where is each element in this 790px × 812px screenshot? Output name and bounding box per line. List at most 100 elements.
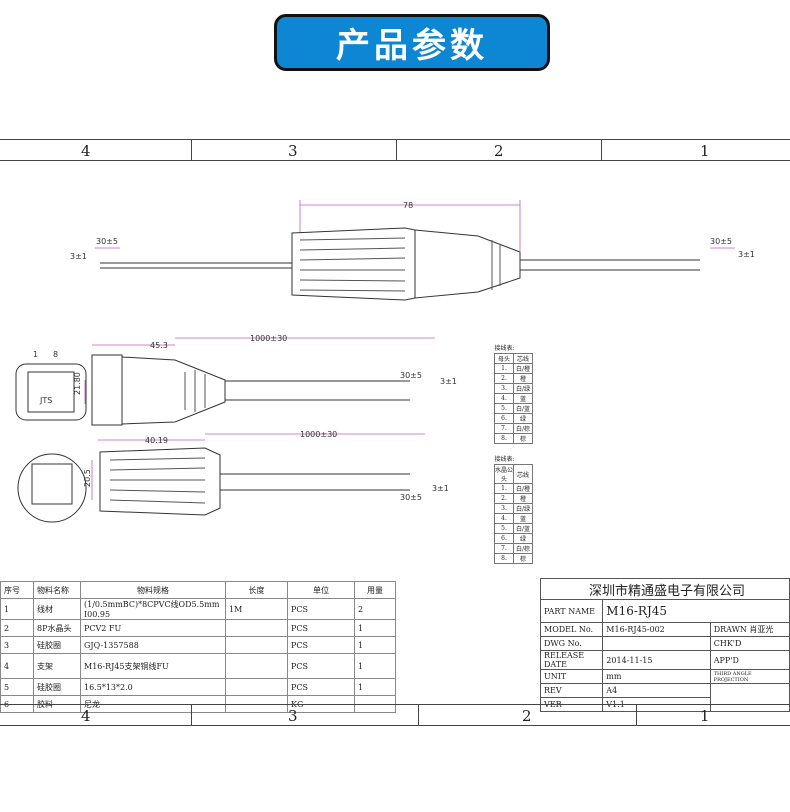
drawn-value: 肖亚光 [749, 625, 774, 634]
pin-cell: 棕 [513, 553, 533, 564]
pin-cell: 蓝 [513, 393, 533, 404]
pin-cell: 6. [494, 533, 514, 544]
pin-cell: 橙 [513, 493, 533, 504]
pin-cell: 5. [494, 523, 514, 534]
bom-cell: 支架 [33, 653, 81, 679]
model-label: MODEL No. [539, 622, 604, 637]
dim-cable-length: 1000±30 [300, 430, 337, 439]
pin-caption: 接线表: [494, 345, 515, 352]
bom-cell: 线材 [33, 598, 81, 620]
pin-cell: 白/橙 [513, 483, 533, 494]
pin-cell: 白/绿 [513, 383, 533, 394]
bom-cell: 1 [354, 636, 396, 654]
jts-logo: JTS [39, 396, 52, 405]
pin-cell: 白/橙 [513, 363, 533, 374]
pin-cell: 白/绿 [513, 503, 533, 514]
pin-label: 8 [53, 350, 58, 359]
pin-cell: 6. [494, 413, 514, 424]
projection-label: THIRD ANGLE PROJECTION [709, 669, 790, 684]
zone-label: 2 [522, 707, 532, 725]
zone-label: 2 [494, 142, 504, 160]
bom-cell: GJQ-1357588 [80, 636, 226, 654]
bom-header: 物料规格 [80, 581, 226, 599]
pin-caption: 接线表: [494, 456, 515, 463]
bom-cell: 硅胶圈 [33, 678, 81, 696]
bom-cell: 1 [354, 678, 396, 696]
pin-head: 水晶公头 [494, 464, 514, 484]
zone-strip-bottom: 4 3 2 1 [0, 704, 790, 726]
bom-header: 单位 [287, 581, 355, 599]
bom-cell: 4 [0, 653, 34, 679]
dim-front-diameter: 20.5 [83, 469, 92, 487]
dwg-label: DWG No. [539, 636, 604, 651]
pin-table-a: 接线表: 母头芯线 1.白/橙 2.橙 3.白/绿 4.蓝 5.白/蓝 6.绿 … [494, 342, 533, 444]
pin-cell: 3. [494, 503, 514, 514]
pin-cell: 白/棕 [513, 543, 533, 554]
unit-value: mm [602, 669, 711, 684]
company-name: 深圳市精通盛电子有限公司 [540, 578, 790, 600]
pin-cell: 白/棕 [513, 423, 533, 434]
pin-head: 芯线 [513, 464, 533, 484]
pin-head: 母头 [494, 353, 514, 364]
bom-cell: 1 [354, 619, 396, 637]
bom-cell [225, 619, 288, 637]
pin-cell: 1. [494, 363, 514, 374]
dim-tin: 3±1 [738, 250, 755, 259]
model-value: M16-RJ45-002 [602, 622, 711, 637]
appd-label: APP'D [709, 650, 790, 670]
bom-cell: PCV2 FU [80, 619, 226, 637]
bom-cell [225, 653, 288, 679]
dim-tin: 3±1 [440, 377, 457, 386]
bom-header: 物料名称 [33, 581, 81, 599]
bom-cell: PCS [287, 636, 355, 654]
dim-cable-length: 1000±30 [250, 334, 287, 343]
bom-cell: 1 [354, 653, 396, 679]
pin-cell: 橙 [513, 373, 533, 384]
part-name: M16-RJ45 [602, 599, 790, 623]
pin-cell: 7. [494, 423, 514, 434]
dim-front-length: 40.19 [145, 436, 168, 445]
pin-cell: 白/蓝 [513, 403, 533, 414]
dim-tin: 3±1 [432, 484, 449, 493]
pin-cell: 2. [494, 493, 514, 504]
pin-cell: 蓝 [513, 513, 533, 524]
dim-side-length: 45.3 [150, 341, 168, 350]
part-name-label: PART NAME [539, 599, 604, 623]
bom-cell: 2 [0, 619, 34, 637]
drawn-label: DRAWN [713, 625, 747, 634]
page-title: 产品参数 [336, 26, 488, 66]
pin-cell: 5. [494, 403, 514, 414]
pin-cell: 8. [494, 433, 514, 444]
rev-value: A4 [602, 683, 711, 698]
pin-label: 1 [33, 350, 38, 359]
release-value: 2014-11-15 [602, 650, 711, 670]
bom-header: 长度 [225, 581, 288, 599]
bom-cell [225, 636, 288, 654]
pin-cell: 绿 [513, 413, 533, 424]
zone-label: 3 [288, 707, 298, 725]
dim-top-length: 78 [403, 201, 413, 210]
zone-label: 4 [81, 142, 91, 160]
page-header: 产品参数 [274, 14, 550, 71]
bom-cell: 8P水晶头 [33, 619, 81, 637]
bom-cell: 5 [0, 678, 34, 696]
pin-cell: 棕 [513, 433, 533, 444]
bom-cell: 3 [0, 636, 34, 654]
dim-tin: 3±1 [70, 252, 87, 261]
bom-cell: 硅胶圈 [33, 636, 81, 654]
bom-cell: PCS [287, 619, 355, 637]
zone-label: 3 [288, 142, 298, 160]
bom-header: 用量 [354, 581, 396, 599]
zone-strip-top: 4 3 2 1 [0, 139, 790, 161]
dim-strip: 30±5 [96, 237, 118, 246]
pin-cell: 2. [494, 373, 514, 384]
bom-cell [225, 678, 288, 696]
bom-cell: 1M [225, 598, 288, 620]
pin-cell: 8. [494, 553, 514, 564]
release-label: RELEASE DATE [539, 650, 604, 670]
pin-cell: 绿 [513, 533, 533, 544]
bom-cell: 16.5*13*2.0 [80, 678, 226, 696]
dim-strip: 30±5 [400, 371, 422, 380]
pin-cell: 7. [494, 543, 514, 554]
